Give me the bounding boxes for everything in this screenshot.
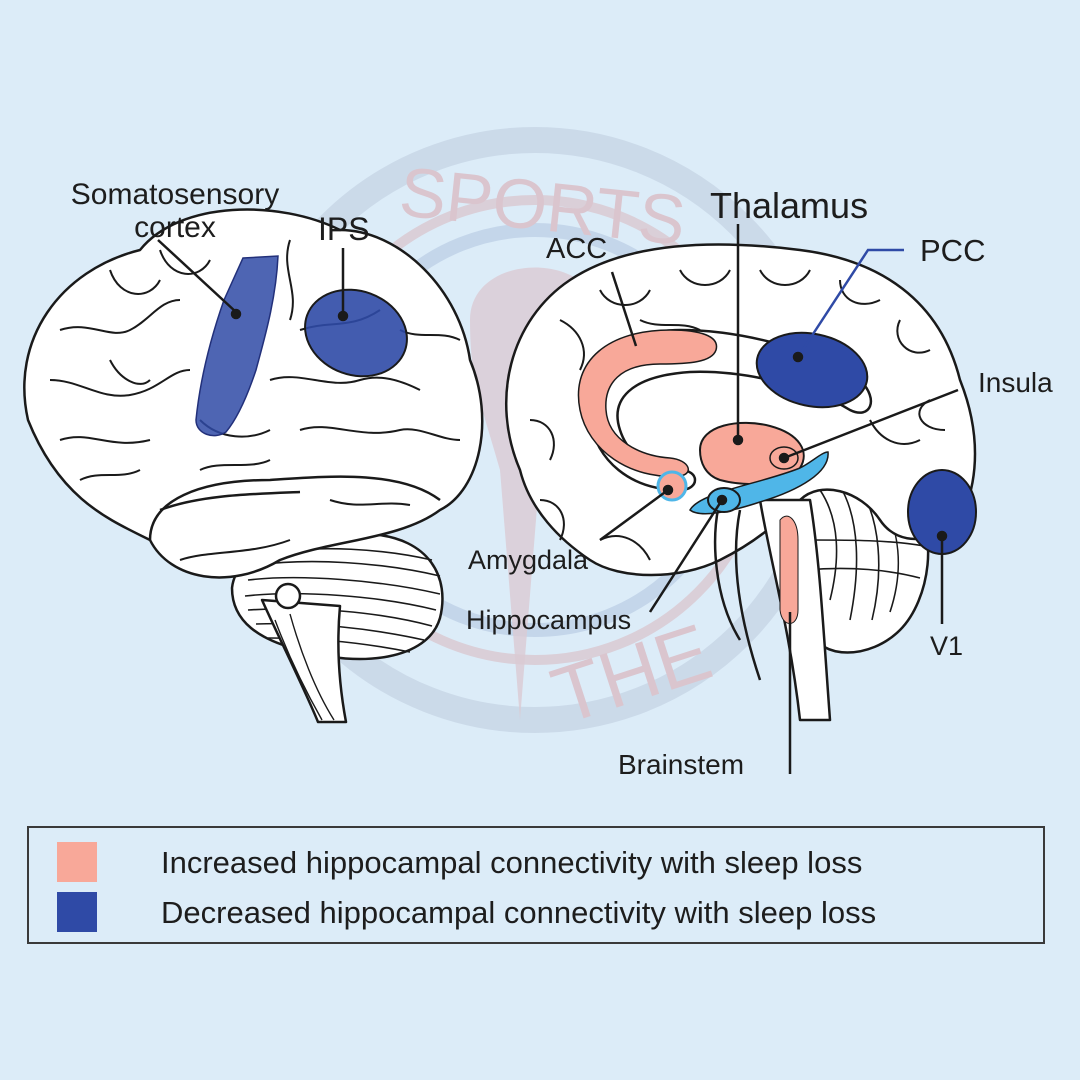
somatosensory-cortex-region	[195, 255, 279, 437]
label-somatosensory: Somatosensory cortex	[50, 178, 300, 244]
label-somatosensory-line2: cortex	[134, 211, 216, 244]
amygdala-leader	[599, 488, 669, 542]
label-v1: V1	[930, 631, 964, 661]
insula-dot	[778, 452, 790, 464]
midsagittal-brain	[504, 243, 977, 722]
legend: Increased hippocampal connectivity with …	[27, 826, 1045, 944]
legend-swatch-increased	[57, 842, 97, 882]
leader-lines	[157, 224, 959, 774]
label-pcc: PCC	[920, 233, 986, 268]
somatosensory-leader	[157, 239, 237, 313]
label-somatosensory-line1: Somatosensory	[70, 178, 280, 211]
label-hippocampus: Hippocampus	[466, 605, 632, 635]
ips-region	[304, 288, 408, 378]
acc-leader	[610, 271, 638, 347]
insula-leader	[783, 388, 959, 460]
legend-text-increased: Increased hippocampal connectivity with …	[161, 845, 863, 880]
ips-dot	[337, 310, 349, 322]
hippocampus-dot	[716, 494, 728, 506]
label-insula: Insula	[978, 367, 1053, 398]
pcc-dot	[792, 351, 804, 363]
amygdala-dot	[662, 484, 674, 496]
label-amygdala: Amygdala	[468, 545, 589, 575]
lateral-brainstem	[260, 598, 348, 724]
label-thalamus: Thalamus	[710, 185, 869, 226]
somatosensory-dot	[230, 308, 242, 320]
pcc-region	[755, 331, 869, 409]
label-brainstem: Brainstem	[618, 749, 745, 780]
hippocampus-leader	[648, 499, 724, 613]
label-acc: ACC	[546, 233, 608, 265]
legend-swatch-decreased	[57, 892, 97, 932]
pons-knob	[274, 582, 302, 610]
pcc-leader	[796, 248, 904, 358]
legend-text-decreased: Decreased hippocampal connectivity with …	[161, 895, 877, 930]
brainstem-region	[779, 515, 799, 624]
thalamus-dot	[732, 434, 744, 446]
label-ips: IPS	[318, 211, 370, 247]
